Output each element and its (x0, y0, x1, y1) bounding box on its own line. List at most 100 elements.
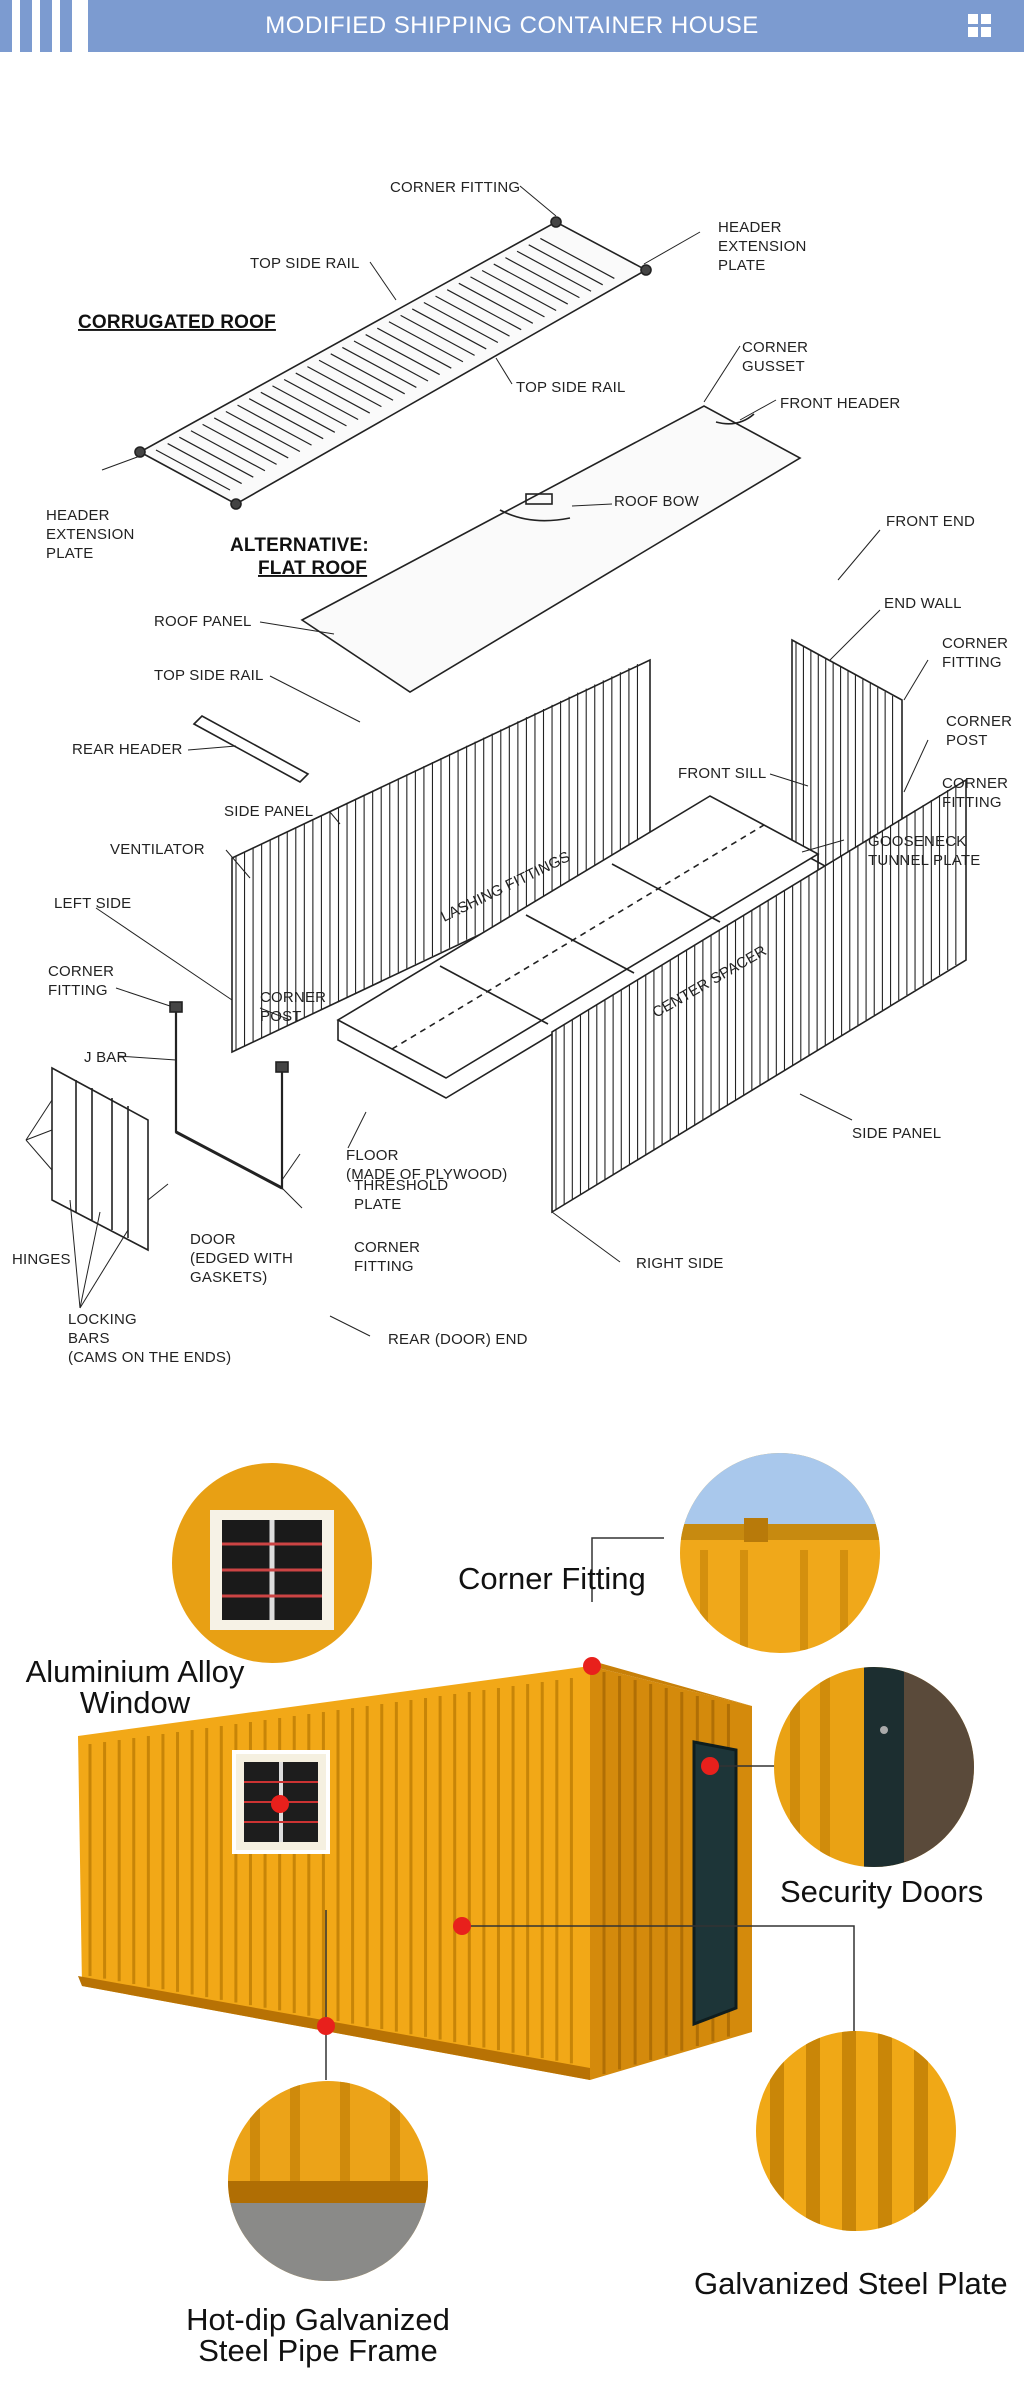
label-corner-fitting: FITTING (48, 982, 108, 999)
label-corner-fitting: FITTING (942, 654, 1002, 671)
window-detail-photo (172, 1463, 372, 1663)
caption-steel-pipe-frame: Hot-dip Galvanized Steel Pipe Frame (186, 2302, 450, 2368)
label-door: GASKETS) (190, 1269, 267, 1286)
caption-corner-fitting: Corner Fitting (458, 1561, 646, 1596)
corrugation-line (458, 282, 534, 324)
label-corner-fitting: CORNER (354, 1239, 420, 1256)
corrugation-line (272, 385, 347, 427)
title-alternative: ALTERNATIVE: (230, 535, 369, 556)
page-title: MODIFIED SHIPPING CONTAINER HOUSE (265, 12, 759, 39)
label-corner-fitting: CORNER (942, 635, 1008, 652)
label-top-side-rail: TOP SIDE RAIL (154, 667, 264, 684)
shipping-container (78, 1662, 752, 2080)
label-roof-bow: ROOF BOW (614, 493, 700, 510)
corrugation-line (307, 366, 382, 408)
right-side-panel-part (551, 778, 967, 1214)
label-corner-post: CORNER (260, 989, 326, 1006)
label-gooseneck-tunnel-plate: GOOSENECK (868, 833, 967, 850)
corrugation-line (505, 257, 580, 299)
corrugation-line (248, 398, 324, 440)
corrugation-line (225, 411, 301, 453)
label-header-extension-plate: PLATE (718, 257, 765, 274)
marker-steel-plate (453, 1917, 471, 1935)
label-floor: (MADE OF PLYWOOD) (346, 1166, 507, 1183)
label-floor: FLOOR (346, 1147, 399, 1164)
label-header-extension-plate: HEADER (718, 219, 782, 236)
label-right-side: RIGHT SIDE (636, 1255, 724, 1272)
corrugation-line (470, 276, 545, 318)
marker-window (271, 1795, 289, 1813)
label-corner-post: POST (260, 1008, 302, 1025)
corner-fitting-part (550, 216, 562, 228)
corrugation-line (481, 269, 557, 311)
corrugation-line (213, 417, 289, 459)
label-corner-fitting: CORNER (942, 775, 1008, 792)
label-door: (EDGED WITH (190, 1250, 293, 1267)
label-rear-header: REAR HEADER (72, 741, 183, 758)
rear-header-part (192, 715, 310, 783)
corrugation-line (423, 302, 499, 344)
corrugation-line (190, 430, 266, 472)
corrugation-line (516, 250, 592, 292)
label-corner-fitting: FITTING (942, 794, 1002, 811)
corrugation-line (400, 314, 475, 356)
corrugation-line (365, 334, 440, 376)
label-corner-gusset: GUSSET (742, 358, 805, 375)
corrugation-line (411, 308, 487, 350)
label-rear-door-end: REAR (DOOR) END (388, 1331, 528, 1348)
marker-frame (317, 2017, 335, 2035)
caption-galvanized-steel-plate: Galvanized Steel Plate (694, 2266, 1008, 2301)
header-stripe (32, 0, 40, 52)
corrugation-line (318, 359, 394, 401)
label-side-panel: SIDE PANEL (852, 1125, 941, 1142)
header-stripe (52, 0, 60, 52)
label-ventilator: VENTILATOR (110, 841, 205, 858)
header-stripe (12, 0, 20, 52)
corrugation-line (342, 346, 417, 388)
label-front-sill: FRONT SILL (678, 765, 766, 782)
container-exploded-diagram: CORNER FITTING TOP SIDE RAIL HEADER EXTE… (12, 179, 1012, 1366)
corrugation-line (540, 237, 615, 279)
corrugation-line (377, 327, 452, 369)
label-roof-panel: ROOF PANEL (154, 613, 252, 630)
label-header-extension-plate: EXTENSION (718, 238, 806, 255)
container-feature-photo (78, 1453, 974, 2281)
caption-aluminium-alloy-window: Aluminium Alloy Window (25, 1654, 245, 1720)
corrugation-line (528, 244, 603, 286)
label-header-extension-plate: EXTENSION (46, 526, 134, 543)
label-front-end: FRONT END (886, 513, 975, 530)
title-flat-roof: FLAT ROOF (258, 558, 367, 579)
header-stripe (72, 0, 88, 52)
label-header-extension-plate: PLATE (46, 545, 93, 562)
marker-security-door (701, 1757, 719, 1775)
corrugation-line (353, 340, 429, 382)
security-door-detail-photo (774, 1667, 974, 1867)
label-locking-bars: BARS (68, 1330, 110, 1347)
title-corrugated-roof: CORRUGATED ROOF (78, 312, 276, 333)
corrugation-line (202, 423, 277, 465)
label-threshold-plate: PLATE (354, 1196, 401, 1213)
corrugated-roof-part (138, 221, 648, 505)
label-locking-bars: LOCKING (68, 1311, 137, 1328)
label-gooseneck-tunnel-plate: TUNNEL PLATE (868, 852, 980, 869)
label-corner-post: CORNER (946, 713, 1012, 730)
label-left-side: LEFT SIDE (54, 895, 131, 912)
corrugation-line (283, 378, 359, 420)
label-corner-fitting: CORNER FITTING (390, 179, 520, 196)
corrugation-line (330, 353, 405, 395)
corner-fitting-part (640, 264, 652, 276)
marker-corner-fitting (583, 1657, 601, 1675)
label-top-side-rail: TOP SIDE RAIL (250, 255, 360, 272)
frame-detail-photo (228, 2081, 428, 2281)
corner-fitting-part (134, 446, 146, 458)
label-hinges: HINGES (12, 1251, 71, 1268)
corrugation-line (260, 391, 336, 433)
corrugation-line (493, 263, 569, 305)
corrugation-line (446, 289, 522, 331)
label-corner-fitting: FITTING (354, 1258, 414, 1275)
label-end-wall: END WALL (884, 595, 962, 612)
flat-roof-part (300, 405, 802, 693)
corner-fitting-detail-photo (680, 1453, 880, 1653)
grid-icon[interactable] (968, 14, 992, 38)
label-front-header: FRONT HEADER (780, 395, 900, 412)
